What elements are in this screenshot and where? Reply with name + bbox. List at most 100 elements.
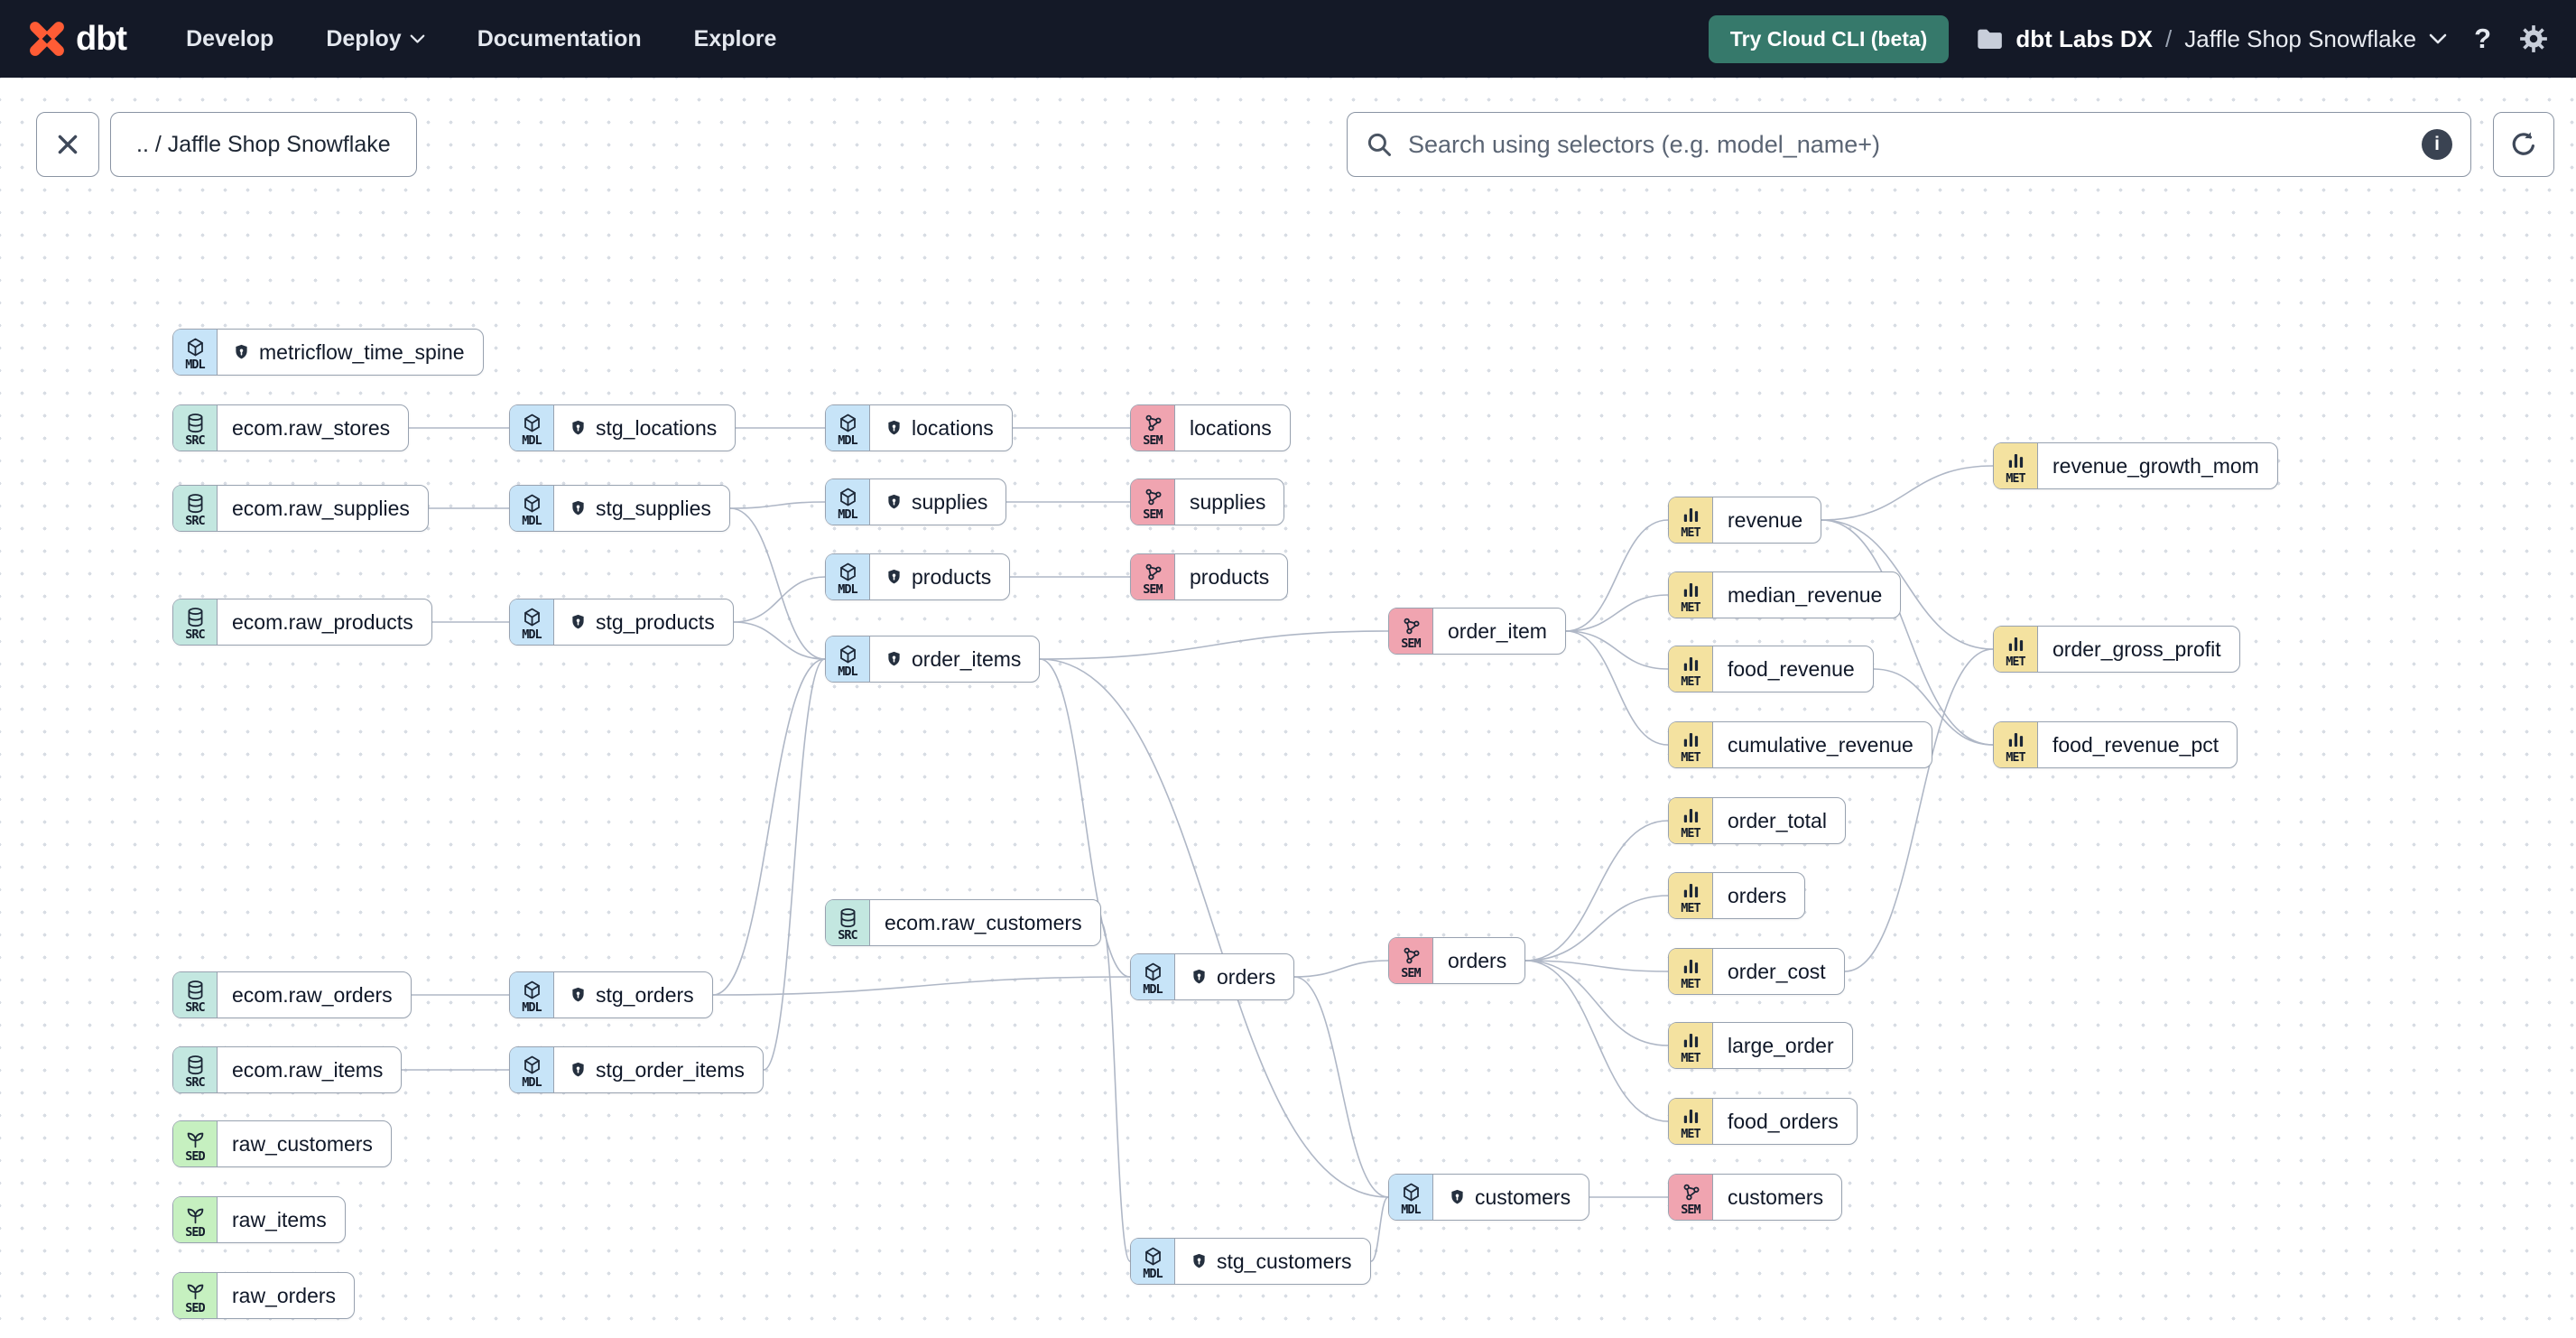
- edge-stg_products-to-order_items: [733, 621, 826, 660]
- graph-node-products[interactable]: MDL products: [825, 553, 1011, 600]
- metric-bars-icon: [1683, 808, 1698, 822]
- graph-node-stg_products[interactable]: MDL stg_products: [509, 599, 734, 646]
- source-database-icon: [188, 980, 202, 999]
- nav-item-develop[interactable]: Develop: [186, 25, 274, 51]
- node-label-area: ecom.raw_customers: [870, 900, 1100, 945]
- nav-item-deploy[interactable]: Deploy: [326, 26, 425, 52]
- node-label: products: [912, 564, 992, 589]
- folder-icon: [1978, 29, 2003, 49]
- graph-node-stg_order_items[interactable]: MDL stg_order_items: [509, 1046, 764, 1093]
- org-name: dbt Labs DX: [2015, 24, 2154, 52]
- graph-node-locations[interactable]: MDL locations: [825, 404, 1013, 451]
- node-type-label: MDL: [1143, 1266, 1163, 1281]
- node-type-badge: SEM: [1669, 1175, 1713, 1220]
- gear-icon[interactable]: [2518, 23, 2549, 54]
- breadcrumb[interactable]: .. / Jaffle Shop Snowflake: [110, 112, 417, 177]
- node-label: food_revenue: [1728, 656, 1855, 681]
- node-type-label: SRC: [185, 999, 205, 1015]
- node-label: supplies: [912, 489, 988, 514]
- node-label-area: supplies: [1175, 479, 1283, 525]
- node-type-label: MDL: [838, 432, 857, 448]
- graph-node-stg_supplies[interactable]: MDL stg_supplies: [509, 485, 730, 532]
- edge-sem_orders-to-met_order_cost: [1524, 960, 1669, 972]
- nav-item-documentation[interactable]: Documentation: [477, 25, 642, 51]
- semantic-graph-icon: [1145, 414, 1162, 431]
- node-type-label: MDL: [838, 664, 857, 679]
- model-cube-icon: [839, 562, 856, 581]
- node-type-label: SEM: [1681, 1202, 1700, 1217]
- node-label-area: ecom.raw_products: [218, 599, 431, 645]
- node-label: stg_products: [596, 609, 715, 634]
- source-database-icon: [188, 493, 202, 513]
- graph-node-customers[interactable]: MDL customers: [1388, 1174, 1590, 1221]
- node-label-area: median_revenue: [1713, 572, 1900, 618]
- refresh-icon: [2512, 132, 2534, 155]
- search-input[interactable]: [1408, 130, 2407, 159]
- node-type-badge: MET: [1669, 949, 1713, 994]
- metric-bars-icon: [1683, 883, 1698, 897]
- node-label: ecom.raw_supplies: [232, 496, 410, 520]
- node-type-label: MET: [2006, 470, 2025, 486]
- project-switcher[interactable]: dbt Labs DX / Jaffle Shop Snowflake: [1976, 25, 2447, 53]
- graph-node-ecom.raw_products[interactable]: SRC ecom.raw_products: [172, 599, 432, 646]
- node-type-badge: MET: [1669, 798, 1713, 843]
- try-cloud-cli-button[interactable]: Try Cloud CLI (beta): [1708, 14, 1950, 63]
- graph-node-order_items[interactable]: MDL order_items: [825, 636, 1041, 683]
- node-type-label: SRC: [185, 627, 205, 642]
- node-label: raw_orders: [232, 1283, 337, 1307]
- semantic-graph-icon: [1404, 618, 1420, 634]
- graph-node-orders[interactable]: MDL orders: [1130, 953, 1295, 1000]
- node-label: stg_order_items: [596, 1057, 745, 1082]
- graph-node-stg_orders[interactable]: MDL stg_orders: [509, 971, 713, 1018]
- info-icon[interactable]: i: [2422, 129, 2452, 160]
- nav-item-explore[interactable]: Explore: [693, 25, 777, 51]
- node-label: customers: [1475, 1185, 1571, 1209]
- node-type-label: SEM: [1401, 636, 1421, 651]
- node-type-badge: MDL: [510, 405, 554, 451]
- dbt-logo[interactable]: dbt: [27, 19, 127, 59]
- shield-icon: [888, 651, 900, 665]
- graph-node-stg_locations[interactable]: MDL stg_locations: [509, 404, 737, 451]
- refresh-button[interactable]: [2493, 112, 2554, 177]
- node-label: orders: [1448, 948, 1507, 972]
- close-lineage-button[interactable]: [36, 112, 99, 177]
- node-label-area: order_total: [1713, 798, 1845, 843]
- edge-sem_order_item-to-met_cumulative_revenue: [1565, 630, 1669, 746]
- graph-node-stg_customers[interactable]: MDL stg_customers: [1130, 1238, 1371, 1285]
- graph-node-supplies[interactable]: MDL supplies: [825, 479, 1007, 525]
- edge-order_items-to-sem_order_item: [1039, 630, 1389, 660]
- node-label-area: order_cost: [1713, 949, 1844, 994]
- lineage-canvas[interactable]: .. / Jaffle Shop Snowflake i MDL metricf…: [0, 78, 2576, 1338]
- metric-bars-icon: [1683, 507, 1698, 522]
- node-label: orders: [1728, 883, 1787, 907]
- help-icon[interactable]: ?: [2474, 23, 2491, 54]
- node-label: products: [1190, 564, 1270, 589]
- graph-node-metricflow_time_spine[interactable]: MDL metricflow_time_spine: [172, 329, 484, 376]
